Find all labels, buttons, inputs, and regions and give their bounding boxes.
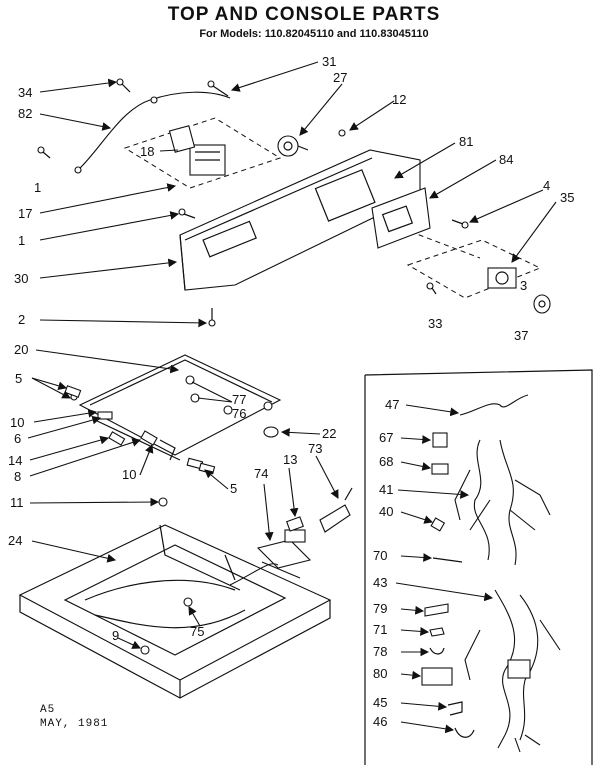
callout-75: 75 xyxy=(190,624,204,639)
callout-1b: 1 xyxy=(18,233,25,248)
callout-5a: 5 xyxy=(15,371,22,386)
callout-20: 20 xyxy=(14,342,28,357)
callout-73: 73 xyxy=(308,441,322,456)
callout-1a: 1 xyxy=(34,180,41,195)
callout-12: 12 xyxy=(392,92,406,107)
callout-8: 8 xyxy=(14,469,21,484)
callout-77: 77 xyxy=(232,392,246,407)
callout-17: 17 xyxy=(18,206,32,221)
callout-18: 18 xyxy=(140,144,154,159)
knob xyxy=(277,135,299,157)
callout-45: 45 xyxy=(373,695,387,710)
callout-2: 2 xyxy=(18,312,25,327)
callout-70: 70 xyxy=(373,548,387,563)
hinge-bracket xyxy=(78,354,282,456)
callout-5b: 5 xyxy=(230,481,237,496)
lid-switch xyxy=(256,539,312,569)
callout-6: 6 xyxy=(14,431,21,446)
wiring-harness-panel xyxy=(364,369,593,765)
callout-71: 71 xyxy=(373,622,387,637)
selector-switch xyxy=(487,267,517,289)
callout-47: 47 xyxy=(385,397,399,412)
footer-date: MAY, 1981 xyxy=(40,718,109,730)
callout-35: 35 xyxy=(560,190,574,205)
switch-housing xyxy=(371,187,431,249)
callout-46: 46 xyxy=(373,714,387,729)
callout-3: 3 xyxy=(520,278,527,293)
callout-68: 68 xyxy=(379,454,393,469)
leader-lines xyxy=(27,61,557,734)
callout-79: 79 xyxy=(373,601,387,616)
washer-top xyxy=(18,487,353,699)
top-hinge-assembly xyxy=(64,354,282,507)
callout-74: 74 xyxy=(254,466,268,481)
footer-code: A5 xyxy=(40,704,56,716)
callout-13: 13 xyxy=(283,452,297,467)
bumper xyxy=(263,426,279,438)
callout-82: 82 xyxy=(18,106,32,121)
callout-78: 78 xyxy=(373,644,387,659)
callout-84: 84 xyxy=(499,152,513,167)
selector-knob xyxy=(533,294,551,314)
callout-24: 24 xyxy=(8,533,22,548)
diagram-subtitle: For Models: 110.82045110 and 110.8304511… xyxy=(199,28,429,40)
console-assembly xyxy=(37,78,551,327)
callout-34: 34 xyxy=(18,85,32,100)
callout-31: 31 xyxy=(322,54,336,69)
callout-81: 81 xyxy=(459,134,473,149)
callout-67: 67 xyxy=(379,430,393,445)
capacitor xyxy=(421,667,453,686)
callout-10a: 10 xyxy=(10,415,24,430)
harness-part-67 xyxy=(432,432,448,448)
callout-41: 41 xyxy=(379,482,393,497)
callout-4: 4 xyxy=(543,178,550,193)
callout-14: 14 xyxy=(8,453,22,468)
callout-30: 30 xyxy=(14,271,28,286)
diagram-title: TOP AND CONSOLE PARTS xyxy=(167,4,441,25)
callout-76: 76 xyxy=(232,406,246,421)
callout-33: 33 xyxy=(428,316,442,331)
callout-labels: 31 27 12 81 84 34 82 18 1 17 1 30 2 4 35… xyxy=(8,54,574,729)
callout-27: 27 xyxy=(333,70,347,85)
callout-37: 37 xyxy=(514,328,528,343)
callout-40: 40 xyxy=(379,504,393,519)
callout-22: 22 xyxy=(322,426,336,441)
callout-80: 80 xyxy=(373,666,387,681)
callout-43: 43 xyxy=(373,575,387,590)
callout-9: 9 xyxy=(112,628,119,643)
callout-10b: 10 xyxy=(122,467,136,482)
callout-11: 11 xyxy=(10,495,24,510)
